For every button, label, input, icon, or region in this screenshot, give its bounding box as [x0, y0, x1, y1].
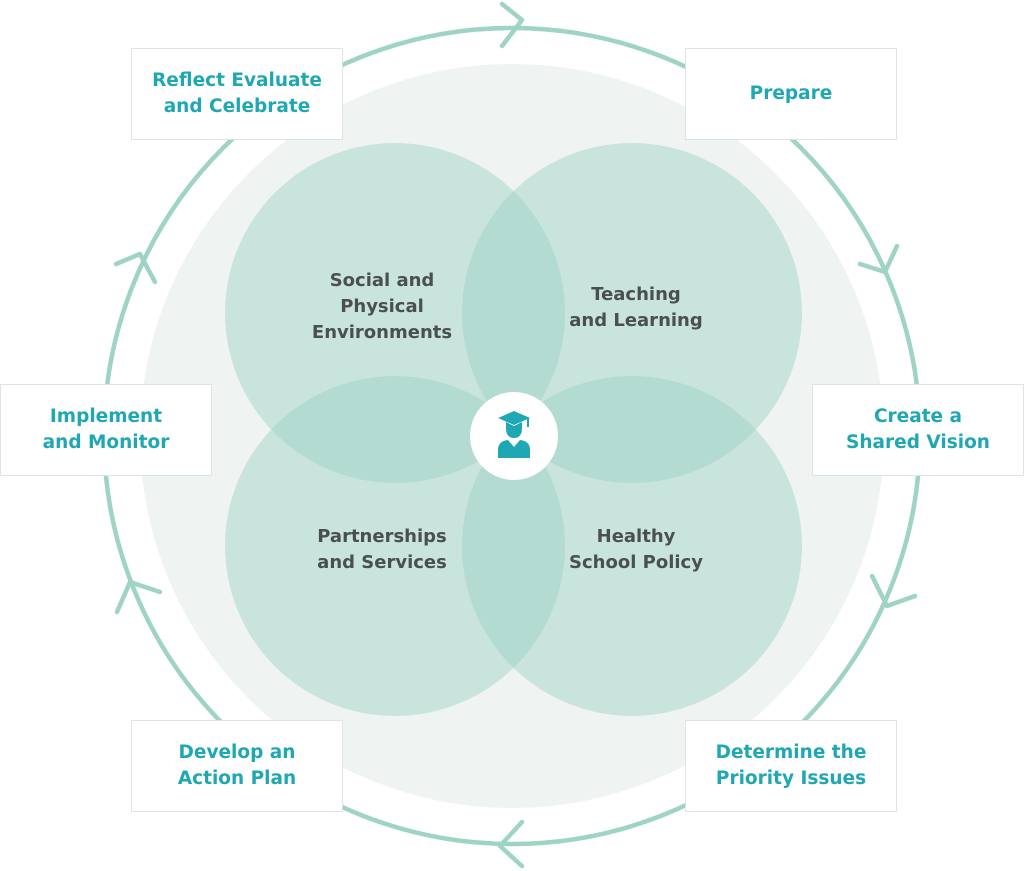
lobe-label-partnerships-line-2: and Services	[317, 552, 447, 573]
stage-reflect-line-1: Reflect Evaluate	[152, 70, 322, 91]
stage-prepare-line-1: Prepare	[749, 83, 833, 104]
stage-box-prepare: Prepare	[685, 48, 897, 140]
stage-priority-issues-line-2: Priority Issues	[715, 768, 867, 789]
lobe-label-policy-line-1: Healthy	[596, 526, 676, 547]
arrow-right-lower	[869, 573, 918, 609]
stage-action-plan-line-1: Develop an	[178, 742, 296, 763]
lobe-teaching	[462, 143, 802, 483]
stage-priority-issues-line-1: Determine the	[715, 742, 867, 763]
stage-reflect-line-2: and Celebrate	[163, 96, 311, 117]
lobe-label-social: Social and Physical Environments	[292, 268, 472, 346]
lobe-label-social-line-2: Physical	[340, 296, 424, 317]
lobe-label-policy: Healthy School Policy	[546, 524, 726, 576]
arrow-top	[499, 1, 525, 49]
lobe-label-social-line-1: Social and	[329, 270, 435, 291]
lobe-label-teaching-line-1: Teaching	[591, 284, 681, 305]
stage-box-action-plan: Develop an Action Plan	[131, 720, 343, 812]
cycle-arrows	[113, 1, 918, 869]
stage-implement-line-1: Implement	[49, 406, 163, 427]
stage-create-vision-line-2: Shared Vision	[846, 432, 990, 453]
lobe-label-policy-line-2: School Policy	[569, 552, 703, 573]
lobe-label-social-line-3: Environments	[311, 322, 453, 343]
lobe-label-partnerships: Partnerships and Services	[292, 524, 472, 576]
arrow-right-upper	[857, 243, 900, 275]
stage-box-create-vision: Create a Shared Vision	[812, 384, 1024, 476]
lobe-label-partnerships-line-1: Partnerships	[317, 526, 447, 547]
stage-box-reflect: Reflect Evaluate and Celebrate	[131, 48, 343, 140]
lobe-label-teaching-line-2: and Learning	[569, 310, 703, 331]
arrow-bottom	[497, 819, 525, 869]
arrow-left-lower	[114, 579, 163, 615]
stage-box-implement: Implement and Monitor	[0, 384, 212, 476]
stage-box-priority-issues: Determine the Priority Issues	[685, 720, 897, 812]
stage-action-plan-line-2: Action Plan	[177, 768, 297, 789]
graduate-student-icon	[498, 411, 530, 458]
stage-create-vision-line-1: Create a	[873, 406, 963, 427]
lobe-social	[225, 143, 565, 483]
stage-implement-line-2: and Monitor	[42, 432, 170, 453]
arrow-left-upper	[113, 251, 158, 285]
lobe-label-teaching: Teaching and Learning	[546, 282, 726, 334]
